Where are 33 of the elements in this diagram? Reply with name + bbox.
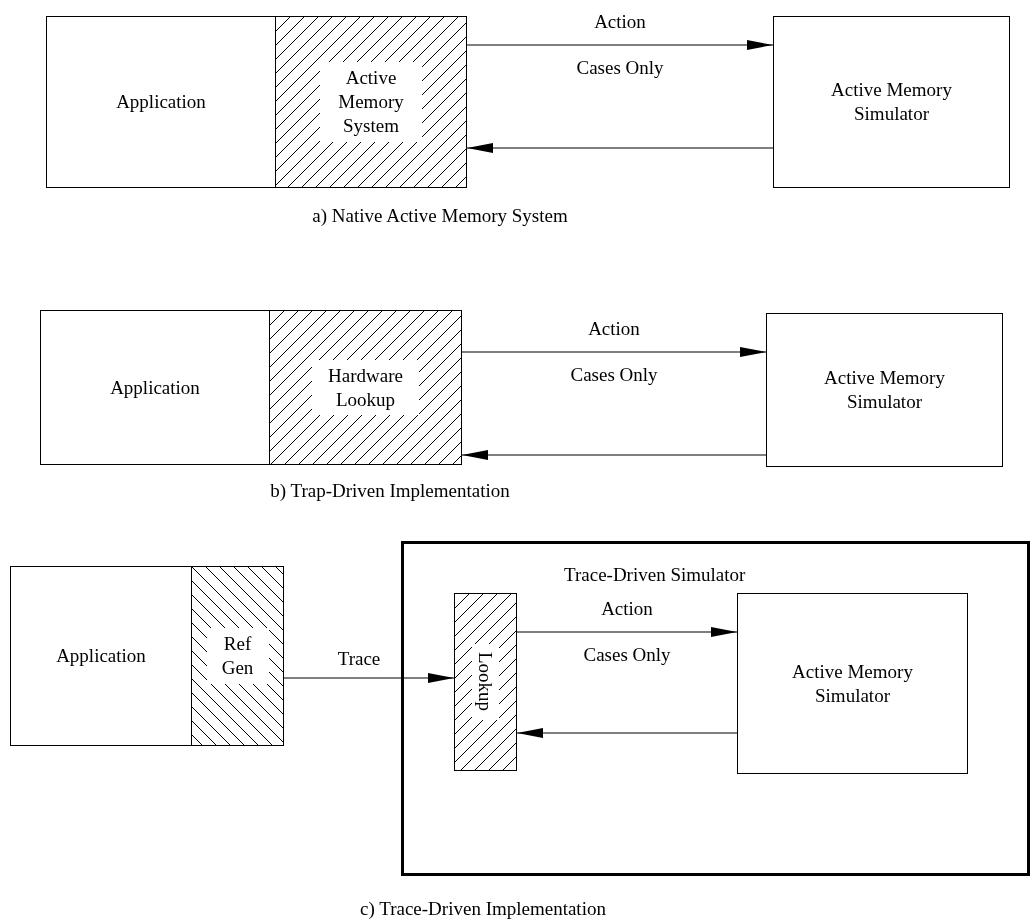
box-label: Hardware Lookup xyxy=(312,359,419,416)
group-title: Trace-Driven Simulator xyxy=(564,564,746,586)
box-label: Active Memory Simulator xyxy=(791,659,914,708)
edge-label: Action Cases Only xyxy=(576,10,664,80)
box-label: Active Memory Simulator xyxy=(830,78,953,126)
hatched-box xyxy=(191,566,284,746)
box-label: Application xyxy=(56,644,146,668)
hatched-box xyxy=(275,16,467,188)
arrow xyxy=(466,40,774,50)
figure-caption: b) Trap-Driven Implementation xyxy=(270,480,510,502)
arrow xyxy=(516,728,738,738)
figure-caption: a) Native Active Memory System xyxy=(312,205,568,227)
arrow xyxy=(283,673,455,683)
box-label: Application xyxy=(116,90,206,114)
process-box xyxy=(766,313,1003,467)
arrow xyxy=(516,627,738,637)
arrow xyxy=(466,143,774,153)
arrow xyxy=(461,347,767,357)
hatched-box xyxy=(269,310,462,465)
box-label: Application xyxy=(110,375,200,400)
box-label: Lookup xyxy=(471,644,500,720)
figure-caption: c) Trace-Driven Implementation xyxy=(360,898,606,920)
group-box xyxy=(401,541,1030,876)
hatched-box xyxy=(454,593,517,771)
process-box xyxy=(737,593,968,774)
edge-label: Action Cases Only xyxy=(570,317,658,387)
box-label: Active Memory Simulator xyxy=(823,366,946,414)
box-label: Ref Gen xyxy=(206,628,269,684)
edge-label: Trace xyxy=(337,648,381,670)
arrow xyxy=(461,450,767,460)
edge-label: Action Cases Only xyxy=(583,597,671,667)
box-label: Active Memory System xyxy=(320,62,422,142)
process-box xyxy=(773,16,1010,188)
